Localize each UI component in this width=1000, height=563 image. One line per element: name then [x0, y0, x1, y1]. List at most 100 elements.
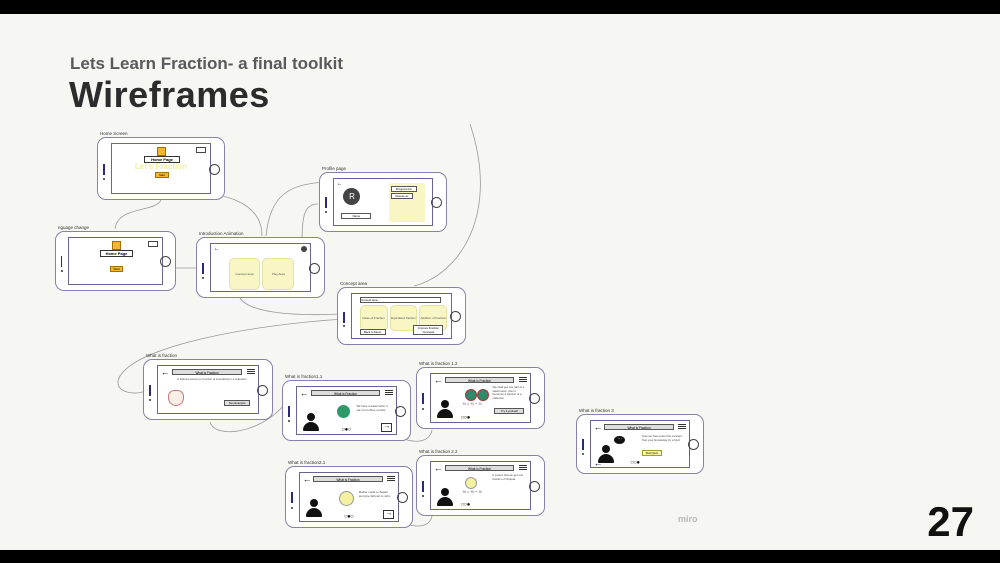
fruit-illustration: [336, 405, 350, 418]
faded-title: Let's Fraction: [134, 162, 188, 171]
definition-text: It tells the amount or portion of someth…: [177, 377, 247, 381]
play-area-card[interactable]: Play Area: [262, 258, 295, 290]
avatar: R: [343, 188, 361, 205]
volume-button: [582, 439, 584, 451]
wireframe-profile[interactable]: ← R Progress bar Choose av Name: [319, 172, 447, 232]
back-arrow-icon[interactable]: ←: [302, 474, 312, 484]
wireframe-language[interactable]: Home Page Start: [55, 231, 176, 291]
fraction-equation: ½ = ½ + ½: [462, 489, 482, 494]
back-arrow-icon[interactable]: ←: [593, 458, 603, 468]
sensor-dot: [60, 270, 63, 273]
start-button[interactable]: Start: [155, 172, 169, 178]
header-bar: What is Fraction: [444, 377, 515, 383]
sensor-dot: [291, 506, 294, 509]
menu-icon[interactable]: [385, 390, 394, 396]
wireframe-wif11[interactable]: ← What is Fraction We have a watermelon.…: [282, 380, 411, 441]
page-dots[interactable]: ○○●: [460, 502, 471, 508]
volume-button: [103, 163, 105, 175]
name-input[interactable]: Name: [341, 213, 372, 219]
wireframe-wif21[interactable]: ← What is Fraction Mother made a chapati…: [285, 466, 413, 528]
back-arrow-icon[interactable]: ←: [160, 367, 170, 377]
volume-button: [343, 311, 345, 323]
back-arrow-icon[interactable]: ←: [433, 463, 443, 473]
home-button-icon: [688, 439, 700, 450]
phone-screen: ← What is Fraction … Now we have learnt …: [589, 420, 691, 468]
volume-button: [288, 405, 290, 417]
person-icon: [436, 400, 453, 418]
header-bar: What is Fraction: [604, 424, 674, 430]
back-arrow-icon[interactable]: ←: [593, 422, 603, 432]
volume-button: [291, 492, 293, 504]
menu-icon[interactable]: [678, 424, 687, 430]
back-arrow-icon[interactable]: ←: [213, 246, 220, 252]
concept-card[interactable]: Ideas of Fraction: [359, 305, 388, 331]
menu-icon[interactable]: [519, 465, 528, 471]
wireframe-label: Introduction Animation: [199, 231, 244, 236]
wireframe-wif3[interactable]: ← What is Fraction … Now we have learnt …: [576, 414, 704, 474]
progress-field[interactable]: Progress bar: [390, 186, 417, 192]
wireframe-intro[interactable]: ← Concept area Play Area: [196, 237, 325, 298]
page-dots[interactable]: ○●○: [341, 427, 352, 433]
volume-button: [422, 480, 424, 492]
wireframe-label: Concept area: [340, 281, 368, 286]
page-dots[interactable]: ○○●: [630, 460, 640, 466]
volume-button: [325, 197, 327, 209]
sensor-dot: [422, 494, 425, 497]
fruit-half-icon: [476, 389, 489, 401]
concept-area-card[interactable]: Concept area: [228, 258, 261, 290]
volume-button: [149, 384, 151, 396]
home-button-icon: [431, 197, 443, 208]
fruit-half-icon: [464, 389, 477, 401]
lesson-text: Now we have learnt the concept. Test you…: [641, 434, 683, 442]
language-toggle[interactable]: [196, 147, 207, 153]
phone-screen: Home Page Start: [67, 237, 164, 285]
page-number: 27: [927, 498, 974, 545]
wireframe-wif12[interactable]: ← What is Fraction ⅓ = ⅓ + ⅓ We shall ge…: [416, 367, 545, 429]
wireframe-wif[interactable]: ← What is Fraction It tells the amount o…: [143, 359, 273, 420]
back-arrow-icon[interactable]: ←: [433, 375, 443, 385]
person-icon: [302, 413, 319, 431]
back-to-menu-button[interactable]: Back to Menu: [359, 329, 386, 335]
wireframe-label: What is fraction 2.2: [419, 449, 458, 454]
wireframe-label: What is fraction 1.2: [419, 361, 458, 366]
slide-subtitle: Lets Learn Fraction- a final toolkit: [70, 54, 343, 73]
menu-icon[interactable]: [519, 377, 528, 383]
language-toggle[interactable]: [148, 241, 159, 247]
fruit-illustration: [339, 491, 355, 506]
phone-screen: ← What is Fraction Mother made a chapati…: [298, 472, 400, 522]
next-arrow-button[interactable]: →: [381, 423, 393, 432]
phone-screen: ← Concept area Play Area: [209, 243, 312, 292]
phone-screen: ← R Progress bar Choose av Name: [332, 178, 434, 226]
page-dots[interactable]: ○○●: [460, 415, 471, 421]
start-button[interactable]: Start: [109, 266, 124, 272]
speech-bubble-icon: …: [614, 436, 626, 444]
header-bar: What is Fraction: [310, 390, 381, 396]
concept-search[interactable]: Concept area: [359, 297, 442, 303]
next-arrow-button[interactable]: →: [383, 510, 395, 519]
header-bar: What is Fraction: [444, 465, 515, 471]
page-dots[interactable]: ○●○: [344, 514, 354, 520]
back-arrow-icon[interactable]: ←: [299, 388, 309, 398]
sensor-dot: [582, 453, 585, 456]
try-yourself-button[interactable]: Try it yourself: [494, 408, 525, 414]
menu-icon[interactable]: [247, 369, 256, 375]
choose-avatar-field[interactable]: Choose av: [390, 193, 413, 199]
home-button-icon: [160, 256, 172, 267]
volume-button: [60, 256, 63, 268]
wireframe-label: nguage change: [58, 225, 90, 230]
menu-icon[interactable]: [387, 476, 396, 482]
see-example-button[interactable]: See Example: [224, 400, 251, 406]
home-page-heading: Home Page: [99, 250, 134, 257]
start-quiz-button[interactable]: Start Quiz: [641, 450, 662, 456]
back-arrow-icon[interactable]: ←: [336, 181, 343, 187]
wireframe-wif22[interactable]: ← What is Fraction ½ = ½ + ½ It means th…: [416, 455, 545, 516]
volume-button: [202, 262, 204, 274]
sensor-dot: [103, 178, 106, 181]
wireframe-home[interactable]: Let's Fraction Home Page Start: [97, 137, 225, 200]
concept-card[interactable]: Equivalent fraction: [389, 305, 418, 331]
improve-concepts-button[interactable]: Improve Fraction Concepts: [413, 325, 444, 335]
home-page-heading: Home Page: [144, 156, 180, 163]
settings-icon[interactable]: [301, 246, 308, 252]
